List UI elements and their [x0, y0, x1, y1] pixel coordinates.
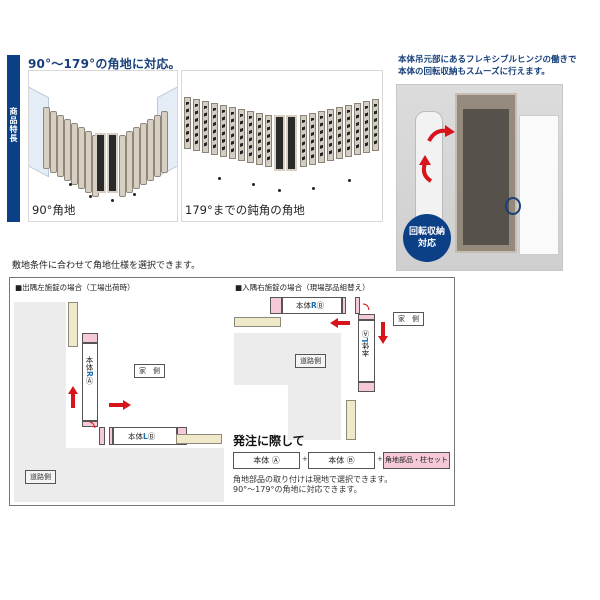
- body-b-horizontal: [282, 297, 342, 314]
- order-note: 角地部品の取り付けは現地で選択できます。: [233, 475, 393, 484]
- arrow-left-icon: [330, 318, 350, 328]
- road-side-label: 道路側: [25, 470, 56, 484]
- plus-sign: +: [302, 455, 308, 463]
- right-diagram-title: ■入隅右施錠の場合（現場部品組替え）: [235, 283, 370, 292]
- plus-sign: +: [377, 455, 383, 463]
- side-label-char: 長: [9, 134, 18, 143]
- gate-door-right: [107, 133, 118, 193]
- hinge-photo: 回転収納 対応: [396, 84, 563, 271]
- body-prefix: 本体: [296, 301, 311, 310]
- arrow-down-icon: [378, 322, 388, 344]
- gate-door-left: [95, 133, 106, 193]
- swing-arrow-icon: [89, 421, 96, 429]
- features-headline: 90°～179°の角地に対応。: [28, 57, 181, 71]
- post: [234, 317, 281, 327]
- body-end-cap: [358, 314, 375, 320]
- gate-door-left: [274, 115, 285, 171]
- body-end-cap: [82, 421, 98, 427]
- badge-line: 対応: [417, 239, 436, 249]
- order-item-corner-parts: 角地部品・柱セット: [383, 452, 450, 469]
- panel-90-degree: 90°角地: [28, 70, 178, 222]
- body-end-cap: [358, 382, 375, 392]
- wall-block: [519, 115, 559, 255]
- house-side-label: 家 側: [134, 364, 165, 378]
- hinge-title-line: 本体の回転収納もスムーズに行えます。: [398, 67, 550, 77]
- order-note: 90°～179°の角地に対応できます。: [233, 485, 362, 494]
- swing-arrow-icon: [362, 303, 370, 311]
- hinge-cap: [355, 297, 360, 314]
- panel-179-degree: 179°までの鈍角の角地: [181, 70, 383, 222]
- diagram-intro: 敷地条件に合わせて角地仕様を選択できます。: [12, 261, 201, 271]
- body-end-cap: [82, 333, 98, 343]
- order-item-body-b: 本体 Ⓑ: [308, 452, 375, 469]
- order-notes: 角地部品の取り付けは現地で選択できます。 90°～179°の角地に対応できます。: [233, 475, 392, 495]
- body-prefix: 本体: [128, 432, 143, 441]
- body-side: L: [361, 337, 370, 343]
- road-side-label: 道路側: [295, 354, 326, 368]
- body-side: L: [143, 432, 148, 441]
- body-a-vertical: [358, 320, 375, 382]
- body-mark: Ⓑ: [147, 432, 156, 441]
- body-end-cap: [342, 297, 346, 314]
- arrow-right-icon: [109, 400, 131, 410]
- body-mark: Ⓐ: [361, 330, 370, 338]
- left-diagram-title: ■出隅左施錠の場合（工場出荷時）: [15, 283, 135, 292]
- gate-body-inner: [463, 109, 509, 245]
- body-end-cap: [109, 427, 113, 445]
- road-area: [288, 385, 341, 440]
- body-prefix: 本体: [85, 356, 94, 371]
- order-title: 発注に際して: [233, 434, 305, 448]
- arrow-up-icon: [68, 386, 78, 408]
- order-item-body-a: 本体 Ⓐ: [233, 452, 300, 469]
- side-label-char: 品: [9, 116, 18, 125]
- body-a-label: 本体RⒶ: [84, 356, 95, 384]
- post: [176, 434, 222, 444]
- body-end-cap: [270, 297, 282, 314]
- rotation-storage-badge: 回転収納 対応: [403, 214, 451, 262]
- hinge-highlight-circle: [505, 197, 521, 215]
- panel-caption: 179°までの鈍角の角地: [185, 203, 305, 217]
- features-side-label: 商 品 特 長: [7, 55, 20, 222]
- gate-door-right: [286, 115, 297, 171]
- body-a-label: 本体LⒶ: [360, 330, 371, 357]
- hinge-title-line: 本体吊元部にあるフレキシブルヒンジの働きで: [398, 55, 577, 65]
- rotate-arrow-icon: [419, 155, 433, 183]
- body-b-label: 本体RⒷ: [296, 300, 324, 311]
- body-mark: Ⓐ: [85, 376, 94, 385]
- panel-caption: 90°角地: [32, 203, 76, 217]
- hinge-title: 本体吊元部にあるフレキシブルヒンジの働きで 本体の回転収納もスムーズに行えます。: [398, 54, 577, 78]
- side-label-char: 特: [9, 125, 18, 134]
- body-b-label: 本体LⒷ: [128, 431, 155, 442]
- rotate-arrow-icon: [427, 125, 455, 142]
- body-side: R: [311, 301, 317, 310]
- body-side: R: [85, 371, 94, 377]
- post: [346, 400, 356, 440]
- side-label-char: 商: [9, 107, 18, 116]
- hinge-cap: [99, 427, 105, 445]
- body-a-vertical: [82, 343, 98, 421]
- body-prefix: 本体: [361, 342, 370, 358]
- badge-line: 回転収納: [408, 227, 445, 237]
- post: [68, 302, 78, 347]
- house-side-label: 家 側: [393, 312, 424, 326]
- body-mark: Ⓑ: [316, 301, 325, 310]
